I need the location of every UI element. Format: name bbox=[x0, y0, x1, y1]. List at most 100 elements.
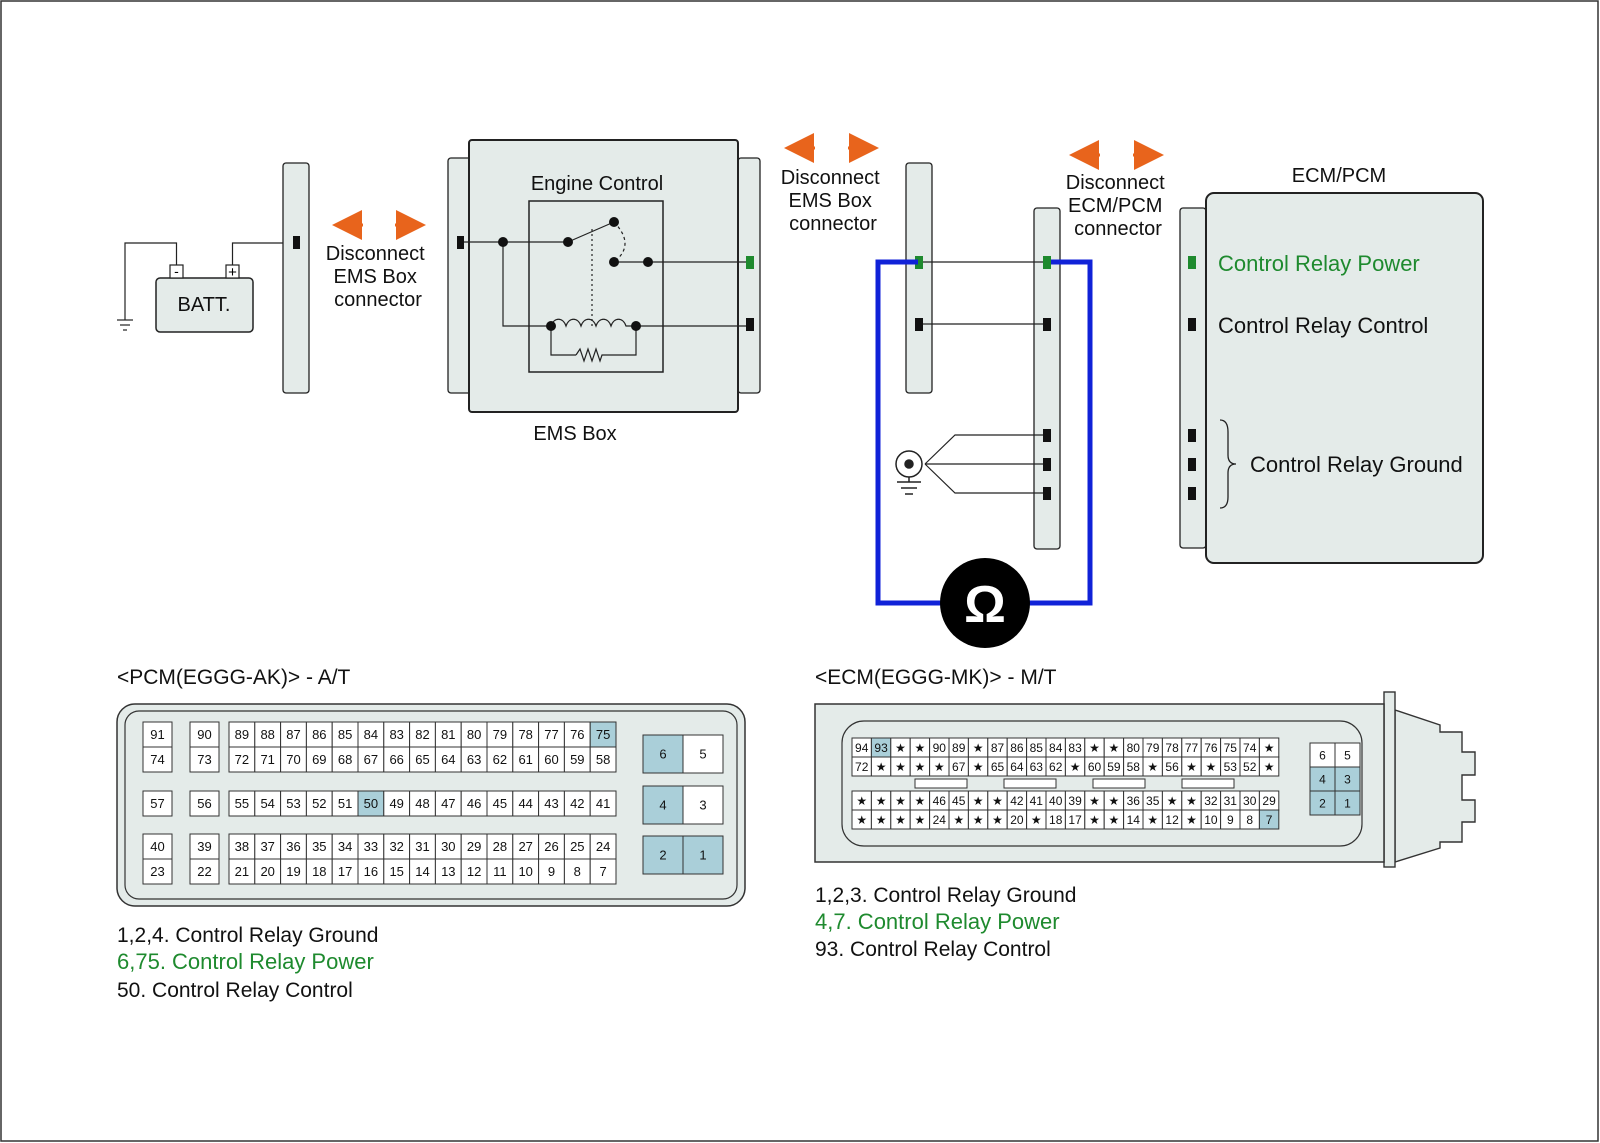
pin-cell bbox=[142, 721, 173, 748]
ecm-power-label: Control Relay Power bbox=[1218, 251, 1420, 276]
pin-label: 9 bbox=[1227, 813, 1234, 827]
pcm-title: <PCM(EGGG-AK)> - A/T bbox=[117, 666, 351, 689]
pin-label: 45 bbox=[493, 796, 507, 811]
pin-label: ★ bbox=[876, 813, 887, 827]
pin-cell bbox=[538, 721, 565, 748]
battery-label: BATT. bbox=[178, 294, 231, 316]
pin-cell bbox=[409, 858, 436, 885]
pin-label: ★ bbox=[1031, 813, 1042, 827]
pin-label: ★ bbox=[915, 760, 926, 774]
pin-cell bbox=[357, 833, 385, 860]
pin-label: 76 bbox=[570, 727, 584, 742]
pin-cell bbox=[142, 790, 173, 817]
pin-label: ★ bbox=[915, 813, 926, 827]
pin-label: 67 bbox=[952, 760, 966, 774]
ecm-control-label: Control Relay Control bbox=[1218, 313, 1428, 338]
pin-cell bbox=[642, 734, 684, 774]
connector-harness-ems-side bbox=[905, 162, 933, 394]
pin-cell bbox=[305, 746, 333, 773]
pin-cell bbox=[331, 858, 359, 885]
pin-label: 91 bbox=[150, 727, 164, 742]
pin-label: ★ bbox=[973, 813, 984, 827]
pin-label: 89 bbox=[952, 741, 966, 755]
pin-label: 36 bbox=[286, 839, 300, 854]
ecm-pcm-module: ECM/PCM Control Relay Power Control Rela… bbox=[1179, 165, 1484, 564]
measurement-wire bbox=[875, 259, 1093, 606]
pin-cell bbox=[1334, 790, 1361, 816]
pin-label: 57 bbox=[150, 796, 164, 811]
pin-label: 61 bbox=[518, 752, 532, 767]
pin-cell bbox=[589, 746, 617, 773]
pin-cell bbox=[589, 858, 617, 885]
pin-label: 89 bbox=[235, 727, 249, 742]
pin-cell bbox=[434, 746, 462, 773]
disconnect-ems-label-2: Disconnect EMS Box connector bbox=[781, 167, 886, 235]
pin-cell bbox=[383, 790, 411, 817]
pin-label: 64 bbox=[441, 752, 455, 767]
pin-label: ★ bbox=[1186, 813, 1197, 827]
pin-cell bbox=[486, 746, 514, 773]
pin-cell bbox=[305, 858, 333, 885]
pin-label: ★ bbox=[1089, 741, 1100, 755]
battery: BATT. - + bbox=[117, 242, 296, 333]
pin-cell bbox=[189, 858, 220, 885]
pin-label: 46 bbox=[467, 796, 481, 811]
pin-label: 12 bbox=[1165, 813, 1179, 827]
pin-cell bbox=[538, 833, 565, 860]
key-slot bbox=[1181, 778, 1235, 789]
pin-label: 53 bbox=[286, 796, 300, 811]
pin-label: 34 bbox=[338, 839, 352, 854]
pin-label: ★ bbox=[856, 813, 867, 827]
ecm-legend-control: 93. Control Relay Control bbox=[815, 938, 1051, 961]
pin-label: 3 bbox=[1344, 773, 1351, 787]
pin-label: 93 bbox=[874, 741, 888, 755]
pin-label: 80 bbox=[1127, 741, 1141, 755]
pin-label: ★ bbox=[1206, 760, 1217, 774]
pin-label: 70 bbox=[286, 752, 300, 767]
pin-cell bbox=[189, 721, 220, 748]
pin-label: 8 bbox=[1246, 813, 1253, 827]
pin-label: ★ bbox=[895, 794, 906, 808]
pin-cell bbox=[254, 858, 282, 885]
pin-cell bbox=[642, 835, 684, 875]
pin-label: 5 bbox=[699, 747, 706, 762]
pin-cell bbox=[682, 835, 724, 875]
key-slot bbox=[914, 778, 968, 789]
ems-box: Engine Control EMS Box bbox=[447, 139, 761, 445]
pcm-legend-power: 6,75. Control Relay Power bbox=[117, 949, 374, 974]
pin-cell bbox=[409, 746, 436, 773]
pin-cell bbox=[280, 858, 307, 885]
key-slot bbox=[1003, 778, 1057, 789]
pin-label: 18 bbox=[312, 864, 326, 879]
pin-label: 25 bbox=[570, 839, 584, 854]
pin-label: 14 bbox=[415, 864, 429, 879]
ems-box-label: EMS Box bbox=[533, 423, 616, 445]
pin-cell bbox=[280, 790, 307, 817]
pin-label: 58 bbox=[596, 752, 610, 767]
pin-label: 20 bbox=[260, 864, 274, 879]
pin-label: 74 bbox=[1243, 741, 1257, 755]
pin-label: 9 bbox=[548, 864, 555, 879]
pin-label: 2 bbox=[1319, 797, 1326, 811]
pin-label: 77 bbox=[544, 727, 558, 742]
pin-cell bbox=[512, 746, 540, 773]
pin-label: 10 bbox=[518, 864, 532, 879]
pin-label: 41 bbox=[1030, 794, 1044, 808]
pin-label: 3 bbox=[699, 798, 706, 813]
ecm-legend-ground: 1,2,3. Control Relay Ground bbox=[815, 884, 1076, 907]
pin-label: 76 bbox=[1204, 741, 1218, 755]
pin-label: 44 bbox=[518, 796, 532, 811]
pin-label: 60 bbox=[544, 752, 558, 767]
pin-label: 82 bbox=[415, 727, 429, 742]
pin-label: ★ bbox=[1186, 794, 1197, 808]
ohm-icon: Ω bbox=[964, 576, 1006, 634]
pin-label: 13 bbox=[441, 864, 455, 879]
pin-label: 90 bbox=[197, 727, 211, 742]
pin-cell bbox=[460, 833, 488, 860]
pin-label: 67 bbox=[364, 752, 378, 767]
pin-label: 43 bbox=[544, 796, 558, 811]
disconnect-ecm-label: Disconnect ECM/PCM connector bbox=[1066, 172, 1171, 240]
pin-label: ★ bbox=[934, 760, 945, 774]
